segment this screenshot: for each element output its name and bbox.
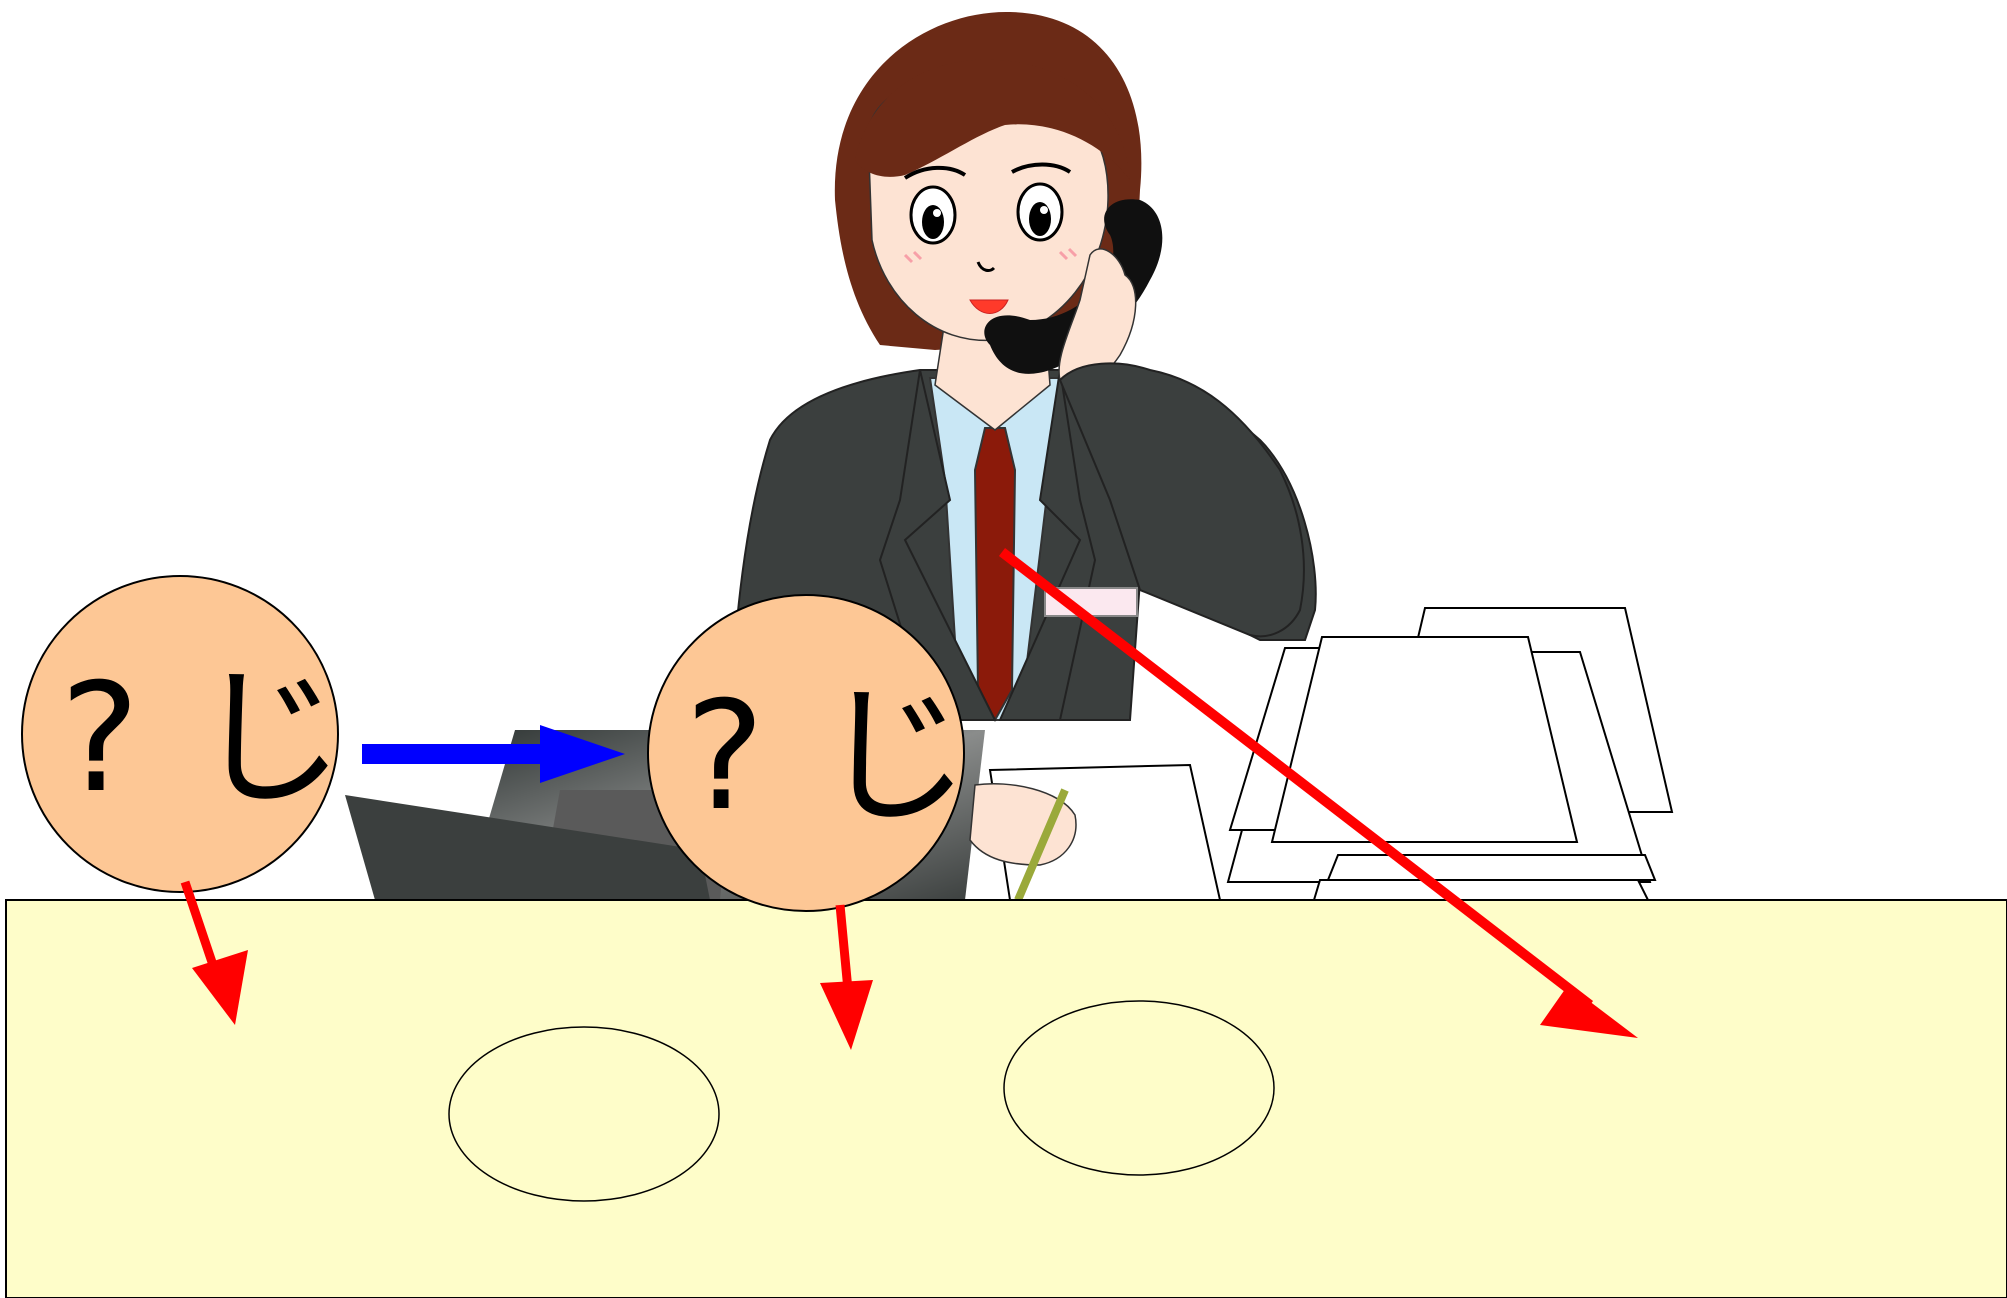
document-with-pen-icon xyxy=(970,765,1220,900)
tie xyxy=(975,428,1015,720)
bubble-question-mark: ? xyxy=(60,652,140,826)
paper-stack-icon xyxy=(1228,608,1672,900)
bubble-kana: じ xyxy=(820,670,970,844)
bubble-question-mark: ? xyxy=(685,670,765,844)
question-bubble-left: ? じ xyxy=(22,576,345,892)
bubble-kana: じ xyxy=(195,652,345,826)
desk xyxy=(6,900,2007,1298)
